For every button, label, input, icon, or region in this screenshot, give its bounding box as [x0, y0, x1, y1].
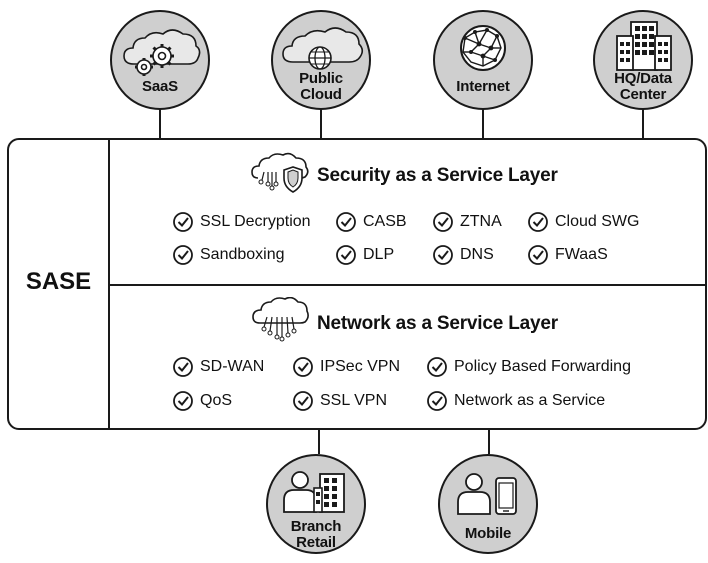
feature-label: IPSec VPN	[320, 358, 401, 375]
node-label: Mobile	[464, 525, 512, 542]
feature-label: ZTNA	[460, 213, 502, 230]
check-circle-icon	[528, 212, 548, 232]
node-hq-data-center: HQ/Data Center	[593, 10, 693, 110]
check-circle-icon	[336, 212, 356, 232]
check-circle-icon	[336, 245, 356, 265]
feature-label: SD-WAN	[200, 358, 265, 375]
security-layer-title: Security as a Service Layer	[317, 165, 558, 186]
check-circle-icon	[173, 245, 193, 265]
feature-label: DNS	[460, 246, 494, 263]
feature-label: Policy Based Forwarding	[454, 358, 631, 375]
node-label-line-1: Public	[299, 70, 343, 87]
node-label-line-1: HQ/Data	[614, 70, 672, 87]
check-circle-icon	[173, 212, 193, 232]
feature-label: Cloud SWG	[555, 213, 640, 230]
node-internet: Internet	[433, 10, 533, 110]
node-mobile: Mobile	[438, 454, 538, 554]
feature-label: DLP	[363, 246, 395, 263]
feature-label: FWaaS	[555, 246, 608, 263]
node-branch-retail: Branch Retail	[266, 454, 366, 554]
building-icon	[616, 21, 672, 71]
feature-label: Sandboxing	[200, 246, 285, 263]
cloud-shield-icon	[251, 152, 309, 193]
node-label-line-2: Center	[619, 86, 667, 103]
check-circle-icon	[433, 212, 453, 232]
network-globe-icon	[460, 25, 506, 71]
connector-public-cloud	[320, 108, 322, 140]
feature-label: SSL Decryption	[200, 213, 311, 230]
feature-label: CASB	[363, 213, 407, 230]
node-label: SaaS	[142, 78, 178, 95]
check-circle-icon	[528, 245, 548, 265]
network-layer-title: Network as a Service Layer	[317, 313, 558, 334]
connector-saas	[159, 108, 161, 140]
connector-hq-data-center	[642, 108, 644, 140]
check-circle-icon	[173, 357, 193, 377]
check-circle-icon	[293, 391, 313, 411]
cloud-network-icon	[252, 297, 309, 342]
gears-cloud-icon	[123, 29, 201, 76]
node-label-line-1: Branch	[290, 518, 342, 535]
person-phone-icon	[457, 473, 517, 515]
check-circle-icon	[173, 391, 193, 411]
node-public-cloud: Public Cloud	[271, 10, 371, 110]
layer-divider	[108, 284, 706, 286]
check-circle-icon	[293, 357, 313, 377]
node-saas: SaaS	[110, 10, 210, 110]
globe-cloud-icon	[282, 27, 364, 70]
connector-branch-retail	[318, 428, 320, 454]
node-label: Internet	[456, 78, 510, 95]
connector-mobile	[488, 428, 490, 454]
feature-label: QoS	[200, 392, 233, 409]
check-circle-icon	[433, 245, 453, 265]
connector-internet	[482, 108, 484, 140]
check-circle-icon	[427, 357, 447, 377]
node-label-line-2: Retail	[296, 534, 336, 551]
feature-label: SSL VPN	[320, 392, 387, 409]
feature-label: Network as a Service	[454, 392, 606, 409]
node-label-line-2: Cloud	[300, 86, 342, 103]
check-circle-icon	[427, 391, 447, 411]
person-building-icon	[283, 471, 345, 513]
sase-label: SASE	[25, 268, 92, 295]
